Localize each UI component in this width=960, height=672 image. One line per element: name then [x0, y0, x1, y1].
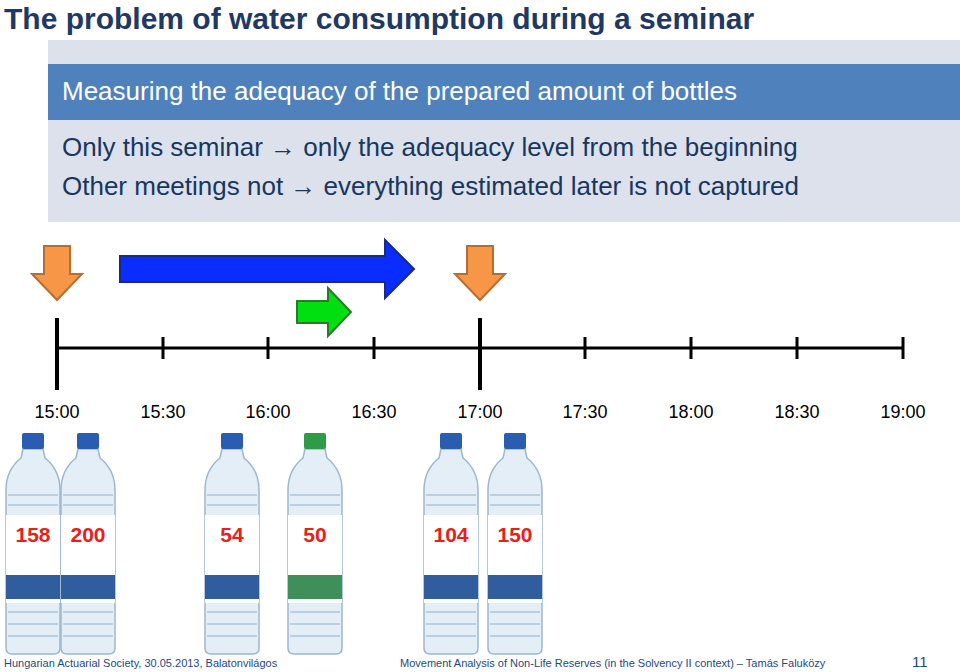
bottle-count: 158	[14, 523, 51, 547]
panel-line: Only this seminar → only the adequacy le…	[62, 132, 798, 163]
info-panel: Only this seminar → only the adequacy le…	[48, 40, 960, 222]
bottle-count: 104	[432, 523, 469, 547]
time-label: 15:00	[34, 402, 79, 423]
orange-arrow	[455, 246, 505, 300]
page-number: 11	[912, 653, 928, 670]
bottle-count: 150	[496, 523, 533, 547]
bottle-count: 54	[219, 523, 244, 547]
water-bottle	[424, 433, 478, 654]
time-label: 16:30	[351, 402, 396, 423]
timeline	[57, 318, 903, 390]
water-bottles	[6, 433, 542, 654]
bottle-count: 200	[69, 523, 106, 547]
water-bottle	[205, 433, 259, 654]
water-bottle	[6, 433, 60, 654]
time-label: 18:00	[668, 402, 713, 423]
water-bottle	[61, 433, 115, 654]
slide-title: The problem of water consumption during …	[4, 2, 754, 36]
bottle-count: 50	[302, 523, 327, 547]
time-label: 18:30	[774, 402, 819, 423]
time-label: 17:00	[457, 402, 502, 423]
green-arrow	[297, 288, 351, 336]
blue-arrow	[120, 240, 414, 298]
footer-text: Hungarian Actuarial Society, 30.05.2013,…	[4, 657, 277, 669]
orange-arrow	[32, 246, 82, 300]
panel-line: Other meetings not → everything estimate…	[62, 171, 799, 202]
header-band: Measuring the adequacy of the prepared a…	[48, 64, 960, 120]
time-label: 15:30	[140, 402, 185, 423]
time-label: 17:30	[562, 402, 607, 423]
footer-text: Movement Analysis of Non-Life Reserves (…	[400, 657, 825, 669]
time-label: 16:00	[245, 402, 290, 423]
time-label: 19:00	[880, 402, 925, 423]
panel-heading: Measuring the adequacy of the prepared a…	[62, 76, 737, 107]
water-bottle	[288, 433, 342, 654]
water-bottle	[488, 433, 542, 654]
